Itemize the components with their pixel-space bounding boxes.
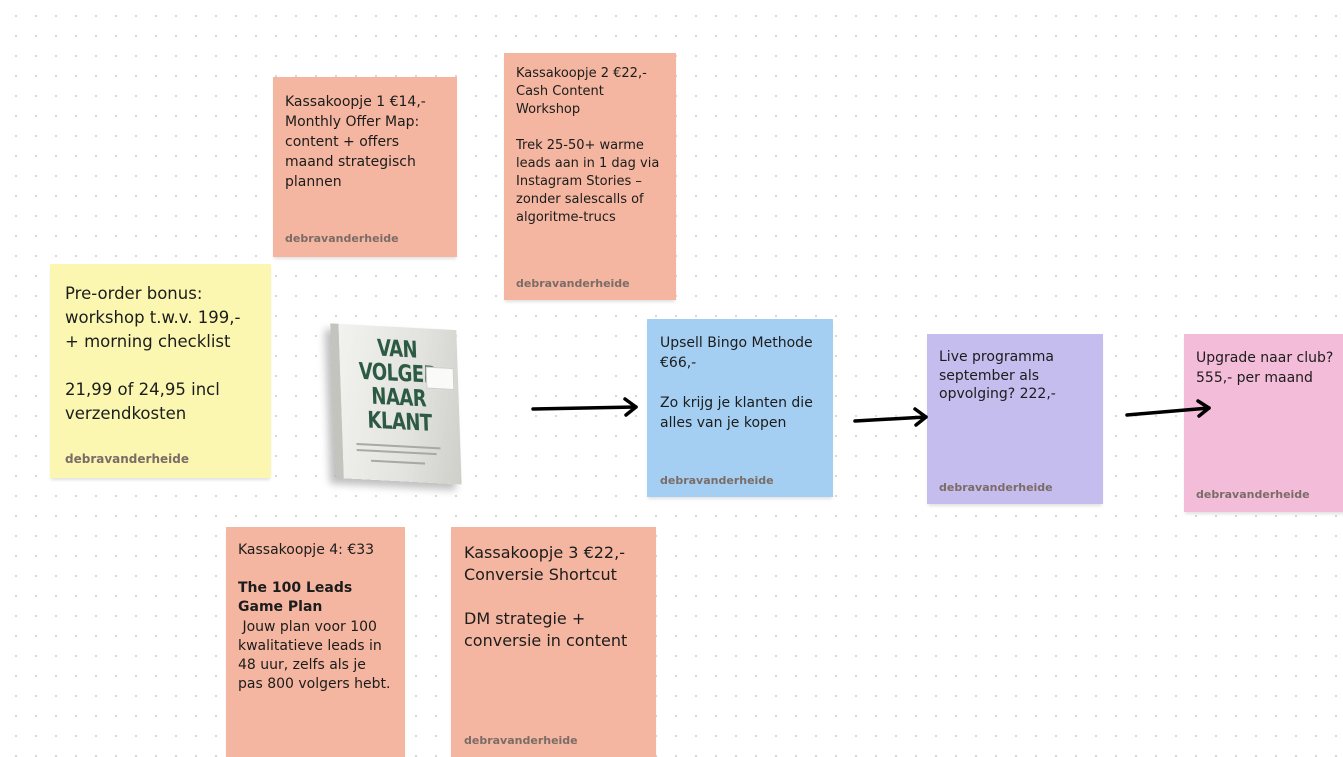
sticky-note-text: Kassakoopje 3 €22,- Conversie Shortcut D… bbox=[464, 543, 628, 650]
sticky-note-bold-title: The 100 Leads Game Plan bbox=[238, 580, 353, 616]
note-author: debravanderheide bbox=[65, 452, 189, 466]
sticky-note-upsell[interactable]: Upsell Bingo Methode €66,- Zo krijg je k… bbox=[647, 319, 833, 497]
book-spine bbox=[330, 323, 344, 479]
sticky-note-text: Upgrade naar club? 555,- per maand bbox=[1196, 350, 1334, 386]
sticky-note-kassakoopje-3[interactable]: Kassakoopje 3 €22,- Conversie Shortcut D… bbox=[451, 527, 656, 757]
note-author: debravanderheide bbox=[285, 232, 399, 245]
book-subtitle-line bbox=[356, 448, 437, 456]
book-author-line bbox=[371, 459, 426, 465]
arrow-book-to-upsell[interactable] bbox=[531, 397, 638, 417]
sticky-note-text: Kassakoopje 2 €22,- Cash Content Worksho… bbox=[516, 66, 660, 225]
book-subtitle-line bbox=[356, 442, 441, 450]
sticky-note-kassakoopje-4[interactable]: Kassakoopje 4: €33 The 100 Leads Game Pl… bbox=[226, 527, 405, 757]
note-author: debravanderheide bbox=[516, 277, 630, 290]
note-author: debravanderheide bbox=[939, 481, 1053, 494]
sticky-note-kassakoopje-1[interactable]: Kassakoopje 1 €14,- Monthly Offer Map: c… bbox=[273, 77, 457, 257]
note-author: debravanderheide bbox=[660, 474, 774, 487]
sticky-note-text: Upsell Bingo Methode €66,- Zo krijg je k… bbox=[660, 335, 813, 431]
book-title-line: KLANT bbox=[367, 405, 433, 437]
arrow-upsell-to-live[interactable] bbox=[853, 407, 928, 427]
sticky-note-live-programma[interactable]: Live programma september als opvolging? … bbox=[927, 334, 1103, 504]
sticky-note-club-upgrade[interactable]: Upgrade naar club? 555,- per maand debra… bbox=[1184, 334, 1343, 512]
sticky-note-text: Kassakoopje 1 €14,- Monthly Offer Map: c… bbox=[285, 94, 426, 190]
book-cover-image[interactable]: VAN VOLGER NAAR KLANT bbox=[330, 323, 462, 485]
sticky-note-kassakoopje-2[interactable]: Kassakoopje 2 €22,- Cash Content Worksho… bbox=[504, 53, 676, 300]
book-badge bbox=[425, 366, 455, 391]
sticky-note-text: Pre-order bonus: workshop t.w.v. 199,- +… bbox=[65, 284, 241, 423]
note-author: debravanderheide bbox=[464, 734, 578, 747]
sticky-note-preorder-bonus[interactable]: Pre-order bonus: workshop t.w.v. 199,- +… bbox=[50, 264, 271, 478]
note-author: debravanderheide bbox=[1196, 488, 1310, 501]
sticky-note-text: Live programma september als opvolging? … bbox=[939, 349, 1056, 402]
sticky-note-heading: Kassakoopje 4: €33 bbox=[238, 542, 375, 558]
sticky-note-text: Jouw plan voor 100 kwalitatieve leads in… bbox=[238, 618, 391, 693]
